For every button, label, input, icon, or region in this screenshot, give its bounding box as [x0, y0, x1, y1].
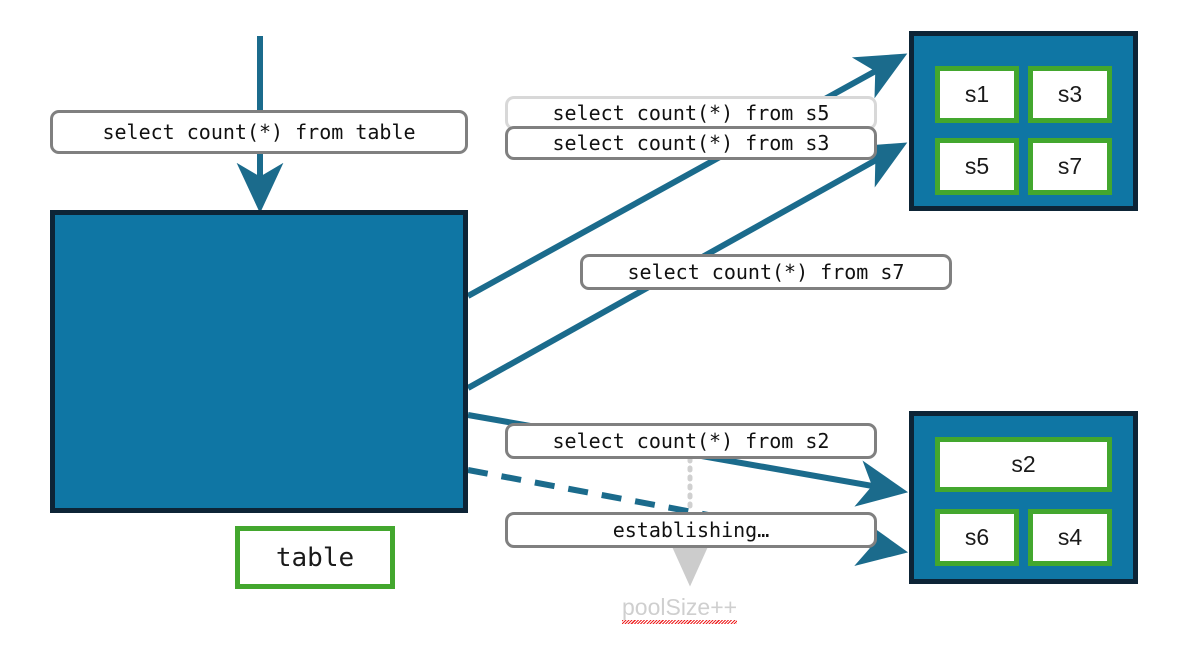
- chip-s5[interactable]: s5: [935, 138, 1019, 195]
- table-node[interactable]: table: [50, 210, 468, 589]
- query-label-from-s3[interactable]: select count(*) from s3: [505, 126, 877, 160]
- chip-s4-label: s4: [1057, 524, 1083, 550]
- chip-s2[interactable]: s2: [935, 437, 1112, 492]
- chip-s3-label: s3: [1057, 81, 1083, 107]
- status-label-establishing[interactable]: establishing…: [505, 512, 877, 548]
- query-label-from-s5[interactable]: select count(*) from s5: [505, 96, 877, 130]
- chip-s5-label: s5: [964, 153, 990, 179]
- chip-s6-label: s6: [964, 524, 990, 550]
- chip-s2-label: s2: [1011, 451, 1036, 477]
- annotation-poolsize: poolSize++: [622, 594, 738, 624]
- chip-s1-label: s1: [964, 81, 990, 107]
- query-label-from-s7[interactable]: select count(*) from s7: [580, 254, 952, 290]
- chip-s3[interactable]: s3: [1028, 66, 1112, 123]
- annotation-poolsize-text: poolSize++: [622, 594, 738, 624]
- chip-table[interactable]: table: [235, 526, 395, 589]
- query-label-from-table[interactable]: select count(*) from table: [50, 110, 468, 154]
- chip-s1[interactable]: s1: [935, 66, 1019, 123]
- query-label-from-s2[interactable]: select count(*) from s2: [505, 423, 877, 459]
- chip-table-label: table: [275, 542, 355, 573]
- chip-s7-label: s7: [1057, 153, 1083, 179]
- chip-s4[interactable]: s4: [1028, 509, 1112, 566]
- chip-s6[interactable]: s6: [935, 509, 1019, 566]
- chip-s7[interactable]: s7: [1028, 138, 1112, 195]
